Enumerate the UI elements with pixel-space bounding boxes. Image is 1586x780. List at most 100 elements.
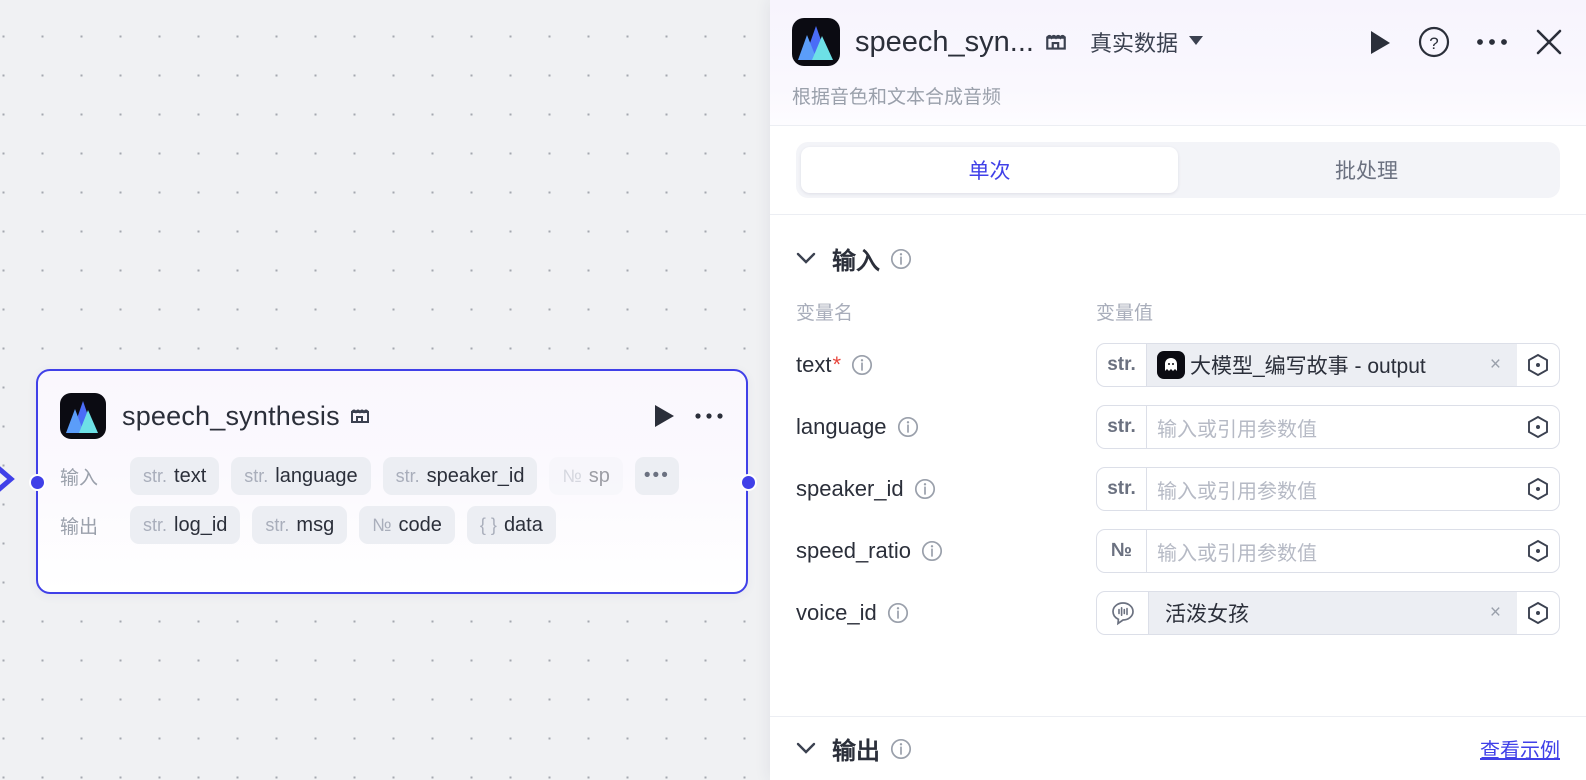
chip-name: speaker_id — [426, 464, 525, 487]
field-value-wrap[interactable]: 输入或引用参数值 — [1147, 468, 1517, 510]
panel-subtitle: 根据音色和文本合成音频 — [792, 87, 1002, 108]
panel-header: speech_syn... 真实数据 — [770, 0, 1586, 126]
port-chip[interactable]: № code — [359, 506, 455, 544]
info-icon[interactable] — [887, 602, 909, 624]
field-speaker-id[interactable]: str. 输入或引用参数值 — [1096, 467, 1560, 511]
field-label: voice_id — [796, 600, 877, 625]
clear-icon[interactable]: × — [1489, 354, 1501, 375]
panel-body: 输入 变量名 变量值 text * — [770, 215, 1586, 716]
chevron-down-icon[interactable] — [796, 742, 816, 755]
field-label: speed_ratio — [796, 538, 911, 563]
field-row-language: language str. 输入或引用参数值 — [796, 405, 1560, 449]
help-circle-icon[interactable]: ? — [1418, 26, 1450, 58]
variable-picker-icon[interactable] — [1517, 538, 1559, 564]
variable-picker-icon[interactable] — [1517, 476, 1559, 502]
info-icon[interactable] — [921, 540, 943, 562]
port-chip[interactable]: str. log_id — [130, 506, 241, 544]
field-voice-id[interactable]: 活泼女孩 × — [1096, 591, 1560, 635]
port-chip[interactable]: str. text — [130, 457, 220, 495]
node-output-label: 输出 — [60, 516, 99, 538]
port-chip[interactable]: str. language — [231, 457, 371, 495]
tab-batch[interactable]: 批处理 — [1335, 160, 1398, 183]
field-type-badge: str. — [1097, 468, 1147, 510]
input-section-title: 输入 — [832, 248, 880, 275]
panel-header-top: speech_syn... 真实数据 — [792, 18, 1564, 66]
tab-single[interactable]: 单次 — [801, 147, 1178, 193]
field-placeholder: 输入或引用参数值 — [1157, 542, 1317, 565]
port-chip[interactable]: { } data — [466, 506, 556, 544]
chip-type: № — [372, 514, 392, 535]
audio-peaks-icon — [792, 18, 840, 66]
chevron-down-icon[interactable] — [796, 252, 816, 265]
output-section-title: 输出 — [832, 738, 880, 765]
incoming-edge-arrow-icon — [0, 466, 15, 492]
column-header-name: 变量名 — [796, 303, 854, 324]
field-label: text — [796, 352, 832, 377]
field-value-wrap[interactable]: 活泼女孩 × — [1149, 592, 1517, 634]
field-value: 活泼女孩 — [1165, 603, 1249, 626]
panel-tabs: 单次 批处理 — [796, 142, 1560, 198]
info-icon[interactable] — [914, 478, 936, 500]
chip-type: str. — [265, 514, 290, 535]
field-text[interactable]: str. 大模型_编写故事 - output — [1096, 343, 1560, 387]
field-speed-ratio[interactable]: № 输入或引用参数值 — [1096, 529, 1560, 573]
clear-icon[interactable]: × — [1489, 602, 1501, 623]
port-chip[interactable]: str. msg — [252, 506, 348, 544]
required-marker: * — [832, 352, 842, 377]
variable-picker-icon[interactable] — [1517, 414, 1559, 440]
field-label-wrap: speaker_id — [796, 476, 1096, 502]
chip-name: text — [174, 464, 207, 487]
variable-picker-icon[interactable] — [1517, 352, 1559, 378]
variable-picker-icon[interactable] — [1517, 600, 1559, 626]
info-icon[interactable] — [890, 738, 912, 760]
field-value-text[interactable]: 大模型_编写故事 - output × — [1147, 344, 1517, 386]
play-icon[interactable] — [1368, 29, 1392, 56]
port-chip[interactable]: str. speaker_id — [382, 457, 538, 495]
svg-text:?: ? — [1429, 34, 1438, 53]
port-chip-truncated[interactable]: № sp — [549, 457, 623, 495]
data-mode-dropdown[interactable]: 真实数据 — [1090, 26, 1204, 58]
output-section-header: 输出 查看示例 — [770, 716, 1586, 780]
field-value-wrap[interactable]: 输入或引用参数值 — [1147, 406, 1517, 448]
chip-name: language — [275, 464, 358, 487]
play-icon[interactable] — [652, 403, 676, 429]
node-ports: 输入 str. text str. language str. speaker_… — [38, 439, 746, 544]
field-value-wrap[interactable]: 输入或引用参数值 — [1147, 530, 1517, 572]
node-output-connector[interactable] — [740, 474, 757, 491]
info-icon[interactable] — [897, 416, 919, 438]
node-speech-synthesis[interactable]: speech_synthesis — [36, 369, 748, 594]
chip-type: str. — [395, 465, 420, 486]
more-horizontal-icon[interactable] — [1476, 37, 1508, 47]
reference-chip[interactable]: 大模型_编写故事 - output — [1157, 350, 1426, 380]
close-icon[interactable] — [1534, 27, 1564, 57]
field-label-wrap: voice_id — [796, 600, 1096, 626]
field-label: language — [796, 414, 887, 439]
field-placeholder: 输入或引用参数值 — [1157, 418, 1317, 441]
more-horizontal-icon[interactable] — [694, 411, 724, 421]
field-language[interactable]: str. 输入或引用参数值 — [1096, 405, 1560, 449]
field-row-speaker-id: speaker_id str. 输入或引用参数值 — [796, 467, 1560, 511]
port-overflow-button[interactable]: ••• — [634, 457, 679, 495]
node-input-connector[interactable] — [29, 474, 46, 491]
store-icon[interactable] — [349, 405, 371, 427]
input-section-header[interactable]: 输入 — [796, 215, 1560, 276]
chip-name: log_id — [174, 513, 228, 536]
reference-label: 大模型_编写故事 - output — [1190, 355, 1426, 378]
view-example-link[interactable]: 查看示例 — [1480, 740, 1560, 762]
field-label-wrap: speed_ratio — [796, 538, 1096, 564]
info-icon[interactable] — [851, 354, 873, 376]
audio-peaks-icon — [60, 393, 106, 439]
chip-type: str. — [143, 465, 168, 486]
chevron-down-icon — [1188, 33, 1204, 51]
node-output-row: 输出 str. log_id str. msg № code { } — [60, 506, 724, 544]
info-icon[interactable] — [890, 248, 912, 270]
field-label-wrap: language — [796, 414, 1096, 440]
field-type-badge: № — [1097, 530, 1147, 572]
detail-panel: speech_syn... 真实数据 — [770, 0, 1586, 780]
chip-type: { } — [479, 514, 497, 535]
workflow-canvas[interactable]: speech_synthesis — [0, 0, 770, 780]
field-label-wrap: text * — [796, 352, 1096, 378]
field-type-badge: str. — [1097, 406, 1147, 448]
store-icon[interactable] — [1044, 30, 1068, 54]
